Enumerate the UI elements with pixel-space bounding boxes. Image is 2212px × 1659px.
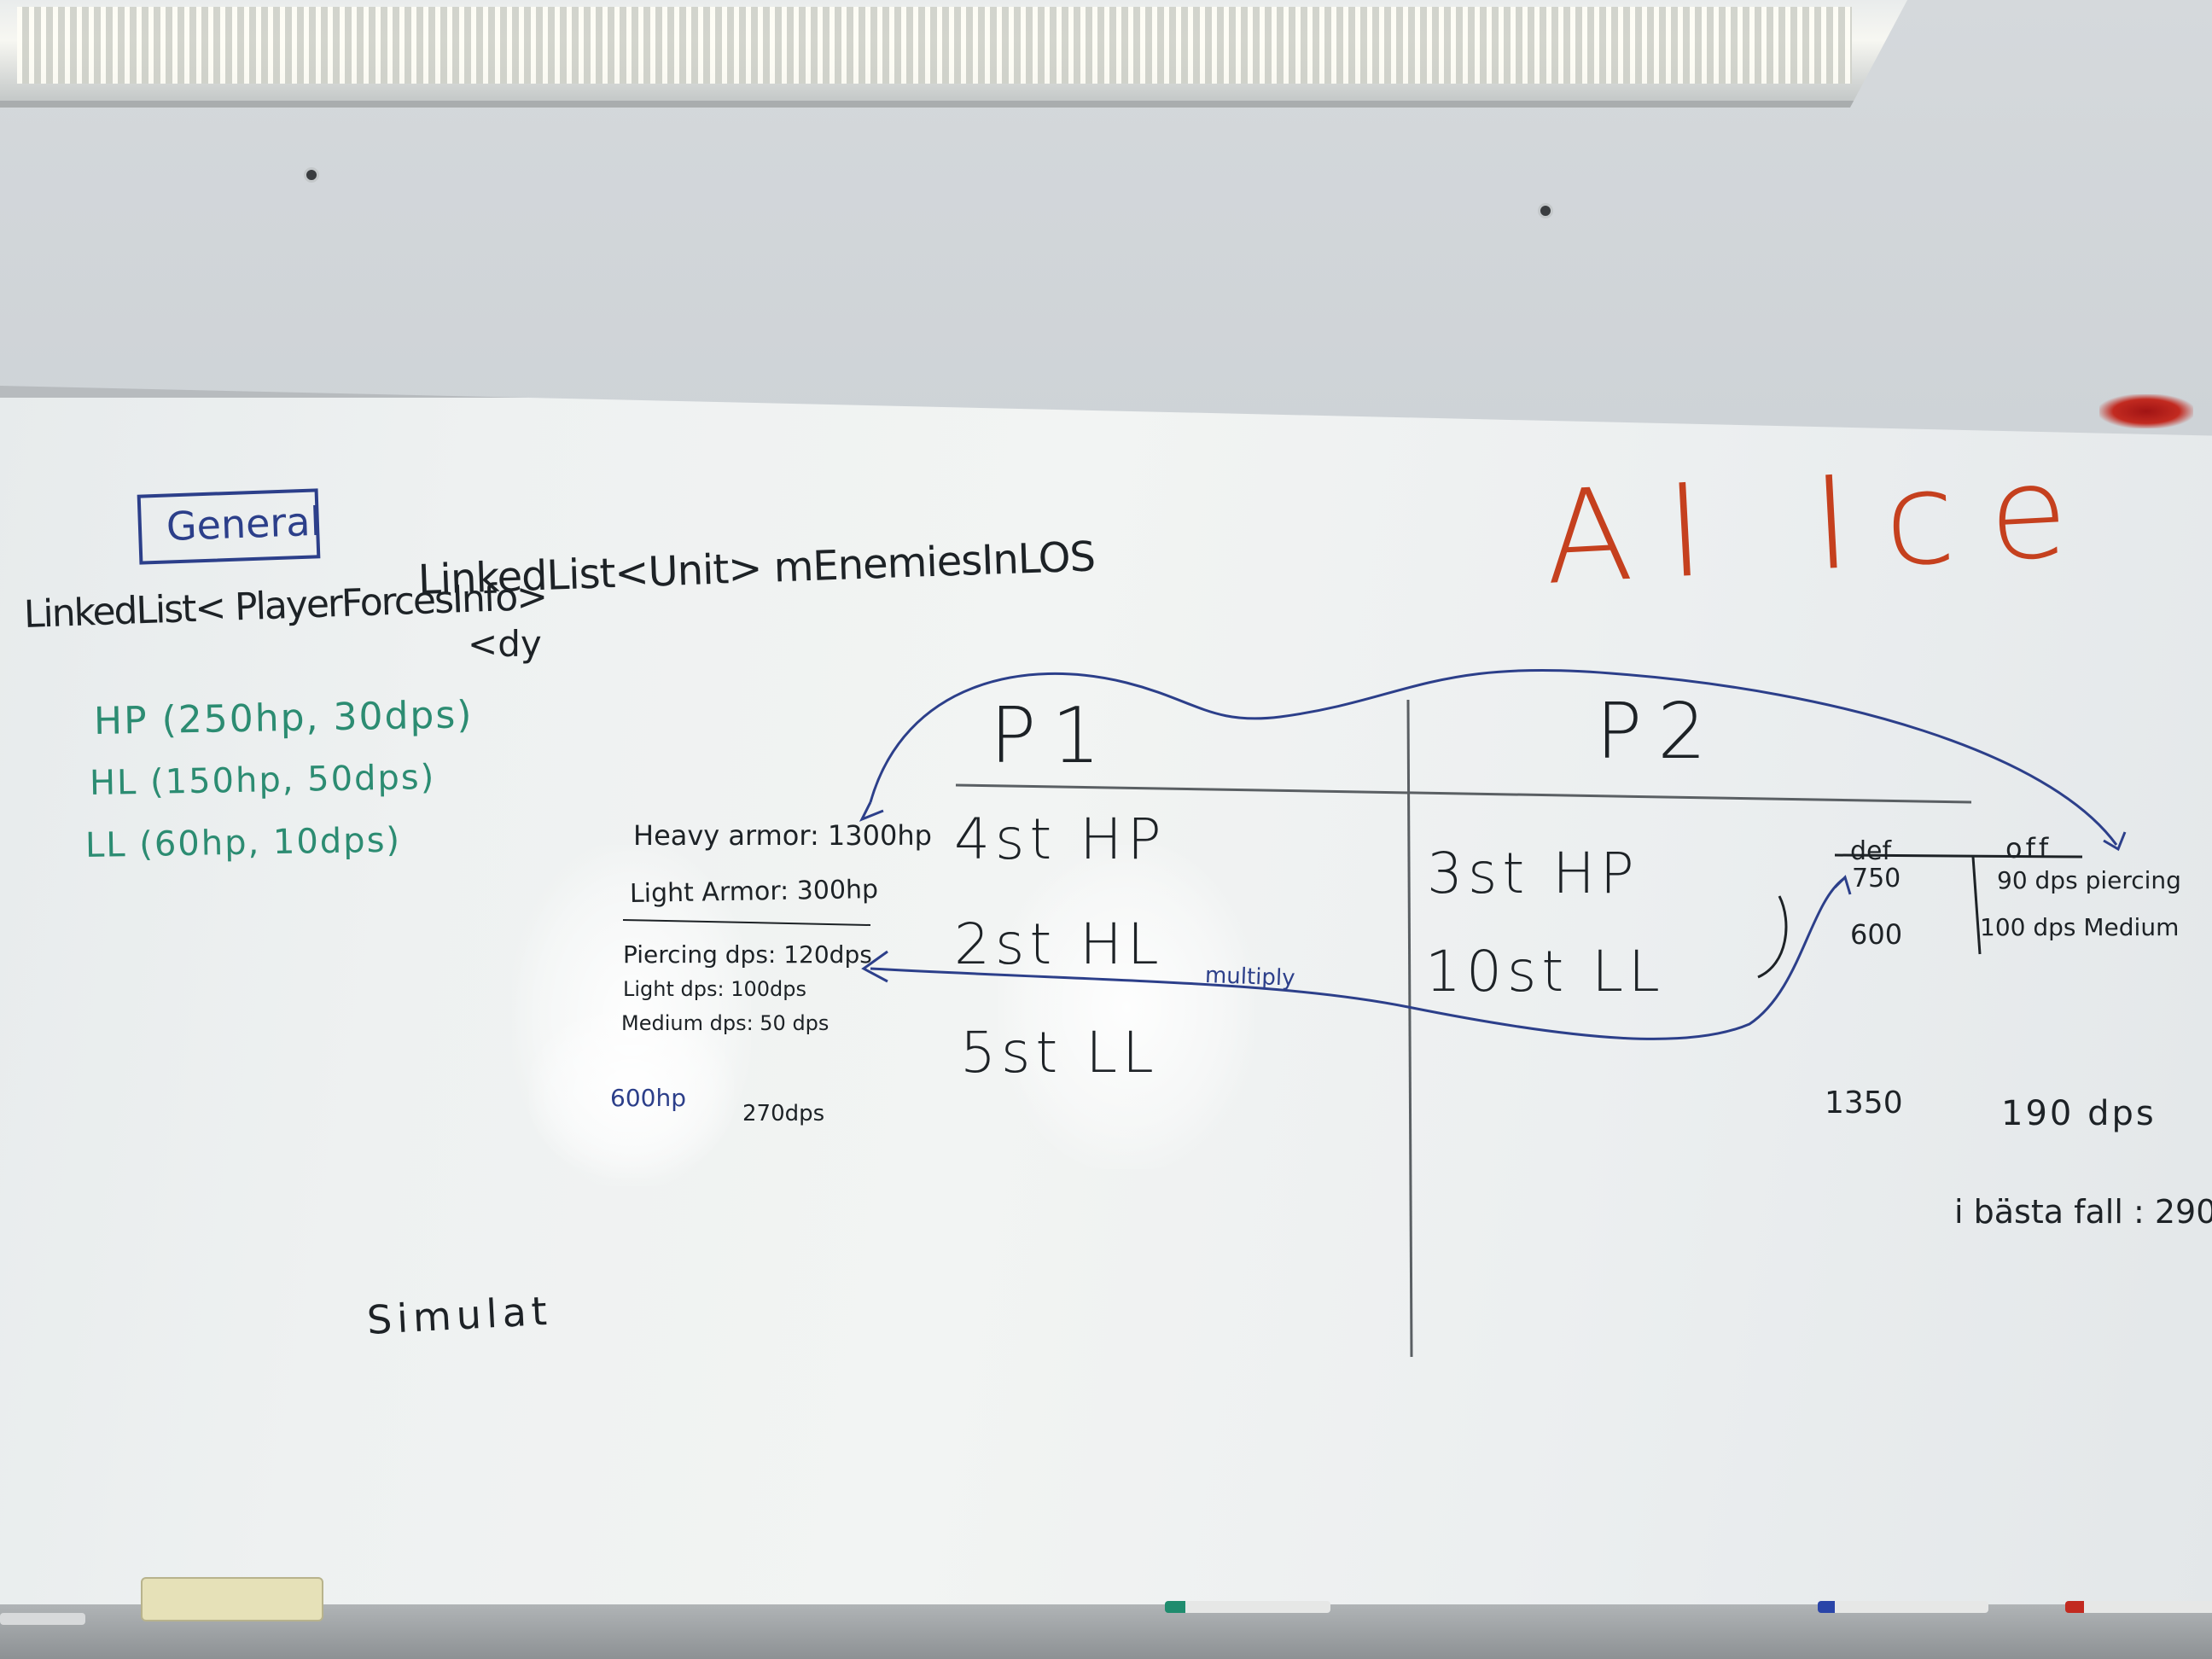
off-header: off xyxy=(2005,832,2052,864)
general-label: General xyxy=(166,498,323,550)
light-mount-screw xyxy=(1538,203,1553,218)
p1-row-hl: 2st HL xyxy=(954,911,1164,977)
green-line-ll: LL (60hp, 10dps) xyxy=(84,820,402,865)
def-total: 1350 xyxy=(1825,1086,1903,1121)
light-glare xyxy=(529,1007,734,1178)
stat-total-hp: 600hp xyxy=(610,1084,686,1112)
stat-piercing-dps: Piercing dps: 120dps xyxy=(623,940,872,969)
p2-row-hp: 3st HP xyxy=(1427,841,1639,906)
stat-heavy-armor: Heavy armor: 1300hp xyxy=(633,819,932,852)
p2-bracket xyxy=(1757,895,1788,979)
general-box-outline xyxy=(137,488,321,565)
ceiling-light xyxy=(0,0,1907,108)
light-glare xyxy=(998,845,1254,1169)
def-off-divider xyxy=(1971,856,1982,955)
marker-pen xyxy=(1165,1601,1330,1613)
code-line-fragment: <dy xyxy=(468,623,542,665)
tinsel-decoration xyxy=(2099,394,2193,428)
arrowhead-off xyxy=(2103,831,2127,852)
table-divider-horizontal xyxy=(955,783,1972,804)
def-value-1: 750 xyxy=(1852,864,1901,894)
p1-row-ll: 5st LL xyxy=(960,1020,1159,1086)
arrowhead-multiply xyxy=(861,950,888,983)
p1-row-hp: 4st HP xyxy=(954,806,1167,872)
column-header-p2: P2 xyxy=(1596,687,1722,777)
arrow-multiply xyxy=(870,877,1844,1040)
arrowhead-def xyxy=(1833,875,1852,895)
stat-light-armor: Light Armor: 300hp xyxy=(629,874,879,909)
stat-medium-dps: Medium dps: 50 dps xyxy=(621,1011,830,1035)
green-line-hp: HP (250hp, 30dps) xyxy=(93,693,474,743)
def-off-underline xyxy=(1834,853,2083,859)
stats-divider xyxy=(622,919,871,926)
def-value-2: 600 xyxy=(1850,918,1903,951)
marker-pen xyxy=(2065,1601,2212,1613)
board-title: AI Ice xyxy=(1540,435,2106,614)
def-header: def xyxy=(1850,836,1892,866)
multiply-label: multiply xyxy=(1204,963,1296,992)
table-divider-vertical xyxy=(1406,699,1413,1358)
arrow-p1-to-off xyxy=(869,668,2118,846)
best-case-note: i bästa fall : 290 xyxy=(1954,1193,2212,1231)
stat-total-dps: 270dps xyxy=(742,1101,825,1126)
stat-light-dps: Light dps: 100dps xyxy=(623,977,806,1001)
column-header-p1: P1 xyxy=(990,691,1116,781)
marker-pen xyxy=(1818,1601,1988,1613)
bottom-word: Simulat xyxy=(365,1287,554,1343)
green-line-hl: HL (150hp, 50dps) xyxy=(89,757,436,803)
marker-tray xyxy=(0,1604,2212,1659)
whiteboard-eraser xyxy=(141,1577,323,1621)
light-mount-screw xyxy=(304,167,319,183)
light-diffuser-grid xyxy=(17,7,1852,84)
marker-pen xyxy=(0,1613,85,1625)
off-value-1: 90 dps piercing xyxy=(1997,866,2181,894)
off-value-2: 100 dps Medium xyxy=(1980,913,2180,941)
arrowhead-p1 xyxy=(859,801,884,822)
off-total: 190 dps xyxy=(2001,1094,2157,1133)
p2-row-ll: 10st LL xyxy=(1425,939,1665,1004)
